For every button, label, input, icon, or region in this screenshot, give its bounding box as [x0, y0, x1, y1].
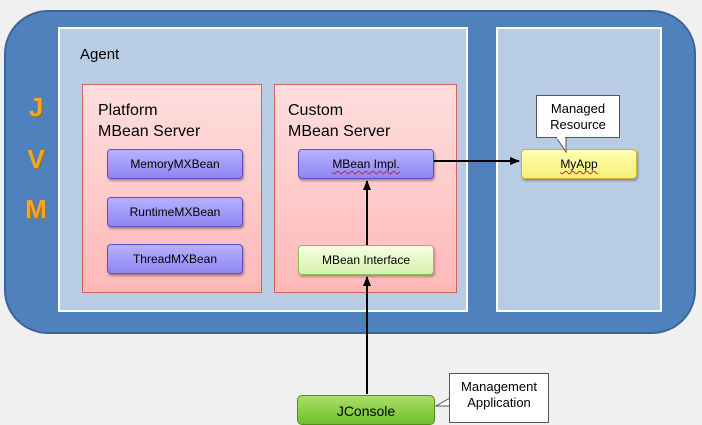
agent-label: Agent	[80, 46, 120, 63]
custom-server-title-line2: MBean Server	[288, 123, 391, 140]
managed-resource-callout-tail	[555, 136, 567, 154]
managed-resource-callout: Managed Resource	[536, 95, 620, 138]
myapp-resource[interactable]: MyApp	[521, 149, 637, 179]
management-app-callout-line1: Management	[461, 379, 537, 394]
platform-server-title-line2: MBean Server	[98, 123, 201, 140]
managed-callout-tail-joint	[557, 136, 565, 139]
management-app-callout-line2: Application	[467, 395, 531, 410]
mbean-interface-label: MBean Interface	[321, 253, 411, 267]
thread-mxbean-label: ThreadMXBean	[132, 252, 218, 266]
mbean-impl[interactable]: MBean Impl.	[298, 149, 434, 179]
mbean-impl-label: MBean Impl.	[332, 157, 400, 171]
jconsole-app[interactable]: JConsole	[297, 395, 435, 425]
custom-server-title: Custom MBean Server	[288, 100, 390, 142]
management-app-callout-tail	[434, 397, 451, 407]
managed-resource-callout-line1: Managed	[550, 101, 606, 116]
runtime-mxbean[interactable]: RuntimeMXBean	[107, 197, 243, 227]
myapp-label: MyApp	[560, 157, 598, 171]
thread-mxbean[interactable]: ThreadMXBean	[107, 244, 243, 274]
memory-mxbean-label: MemoryMXBean	[130, 157, 220, 171]
jvm-letter-j: J	[28, 92, 44, 122]
jconsole-label: JConsole	[336, 403, 396, 419]
jvm-letter-m: M	[25, 194, 47, 224]
management-app-callout: Management Application	[449, 373, 549, 423]
platform-server-title: Platform MBean Server	[98, 100, 200, 142]
memory-mxbean[interactable]: MemoryMXBean	[107, 149, 243, 179]
mbean-interface[interactable]: MBean Interface	[298, 245, 434, 275]
custom-server-title-line1: Custom	[288, 102, 344, 119]
platform-server-title-line1: Platform	[98, 102, 158, 119]
managed-resource-callout-line2: Resource	[550, 117, 606, 132]
runtime-mxbean-label: RuntimeMXBean	[129, 205, 221, 219]
connectors	[363, 136, 567, 407]
jvm-letter-v: V	[27, 144, 45, 174]
